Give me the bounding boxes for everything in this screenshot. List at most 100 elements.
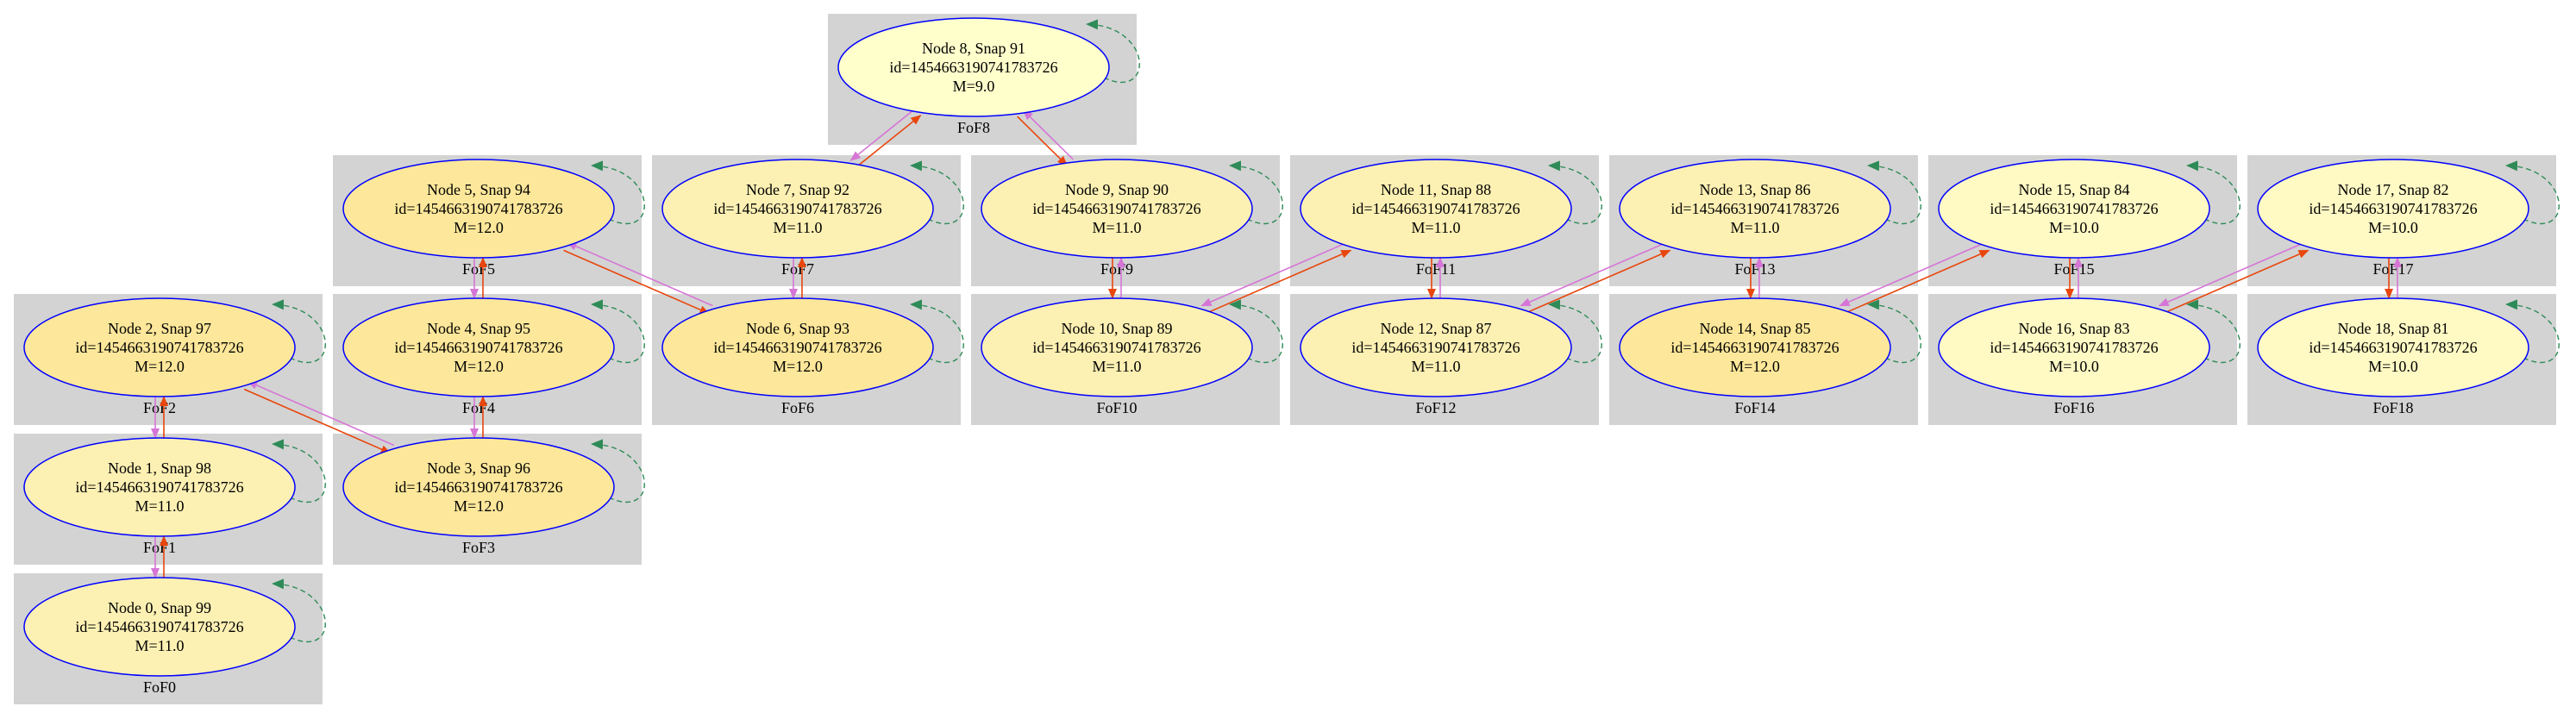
- progenitor-edge-5-6: [563, 249, 711, 315]
- node-line2: id=1454663190741783726: [1990, 339, 2158, 356]
- node-1[interactable]: Node 1, Snap 98id=1454663190741783726M=1…: [23, 437, 326, 537]
- node-17[interactable]: Node 17, Snap 82id=1454663190741783726M=…: [2257, 159, 2560, 259]
- node-line1: Node 16, Snap 83: [2019, 320, 2130, 337]
- node-ellipse[interactable]: [661, 159, 934, 259]
- self-loop-edge: [2186, 299, 2241, 364]
- node-line2: id=1454663190741783726: [1351, 339, 1520, 356]
- node-line1: Node 14, Snap 85: [1700, 320, 1811, 337]
- node-ellipse[interactable]: [2257, 297, 2529, 397]
- node-line2: id=1454663190741783726: [1032, 339, 1200, 356]
- node-16[interactable]: Node 16, Snap 83 id=1454663190741783726M=…: [1938, 297, 2241, 397]
- node-3[interactable]: Node 3, Snap 96id=1454663190741783726M=1…: [342, 437, 645, 537]
- node-ellipse[interactable]: [23, 437, 296, 537]
- descendant-edge-13-12: [1520, 241, 1667, 307]
- node-7[interactable]: Node 7, Snap 92id=1454663190741783726M=1…: [661, 159, 964, 259]
- node-ellipse[interactable]: [342, 297, 615, 397]
- node-line3: M=10.0: [2049, 358, 2099, 375]
- self-loop-edge: [1548, 299, 1602, 364]
- node-line2: id=1454663190741783726: [2309, 339, 2477, 356]
- cluster-label: FoF4: [462, 399, 495, 416]
- node-ellipse[interactable]: [23, 297, 296, 397]
- node-line2: id=1454663190741783726: [1990, 200, 2158, 217]
- node-line3: M=12.0: [454, 219, 504, 236]
- node-13[interactable]: Node 13, Snap 86 id=1454663190741783726M=…: [1619, 159, 1921, 259]
- node-ellipse[interactable]: [1938, 297, 2210, 397]
- self-loop-edge: [1548, 160, 1602, 225]
- node-line1: Node 18, Snap 81: [2338, 320, 2449, 337]
- node-line2: id=1454663190741783726: [1670, 339, 1839, 356]
- node-8[interactable]: Node 8, Snap 91id=1454663190741783726M=9…: [837, 17, 1140, 117]
- node-ellipse[interactable]: [1300, 297, 1572, 397]
- node-15[interactable]: Node 15, Snap 84id=1454663190741783726M=…: [1938, 159, 2241, 259]
- node-line3: M=12.0: [135, 358, 185, 375]
- node-line1: Node 2, Snap 97: [108, 320, 211, 337]
- node-line3: M=9.0: [953, 78, 995, 95]
- cluster-label: FoF14: [1734, 399, 1775, 416]
- node-10[interactable]: Node 10, Snap 89id=1454663190741783726M=…: [981, 297, 1283, 397]
- node-line3: M=11.0: [1731, 219, 1780, 236]
- cluster-label: FoF13: [1734, 260, 1775, 278]
- node-line3: M=11.0: [774, 219, 823, 236]
- descendant-edge-8-7: [849, 108, 916, 161]
- node-line3: M=11.0: [135, 497, 185, 515]
- node-ellipse[interactable]: [23, 577, 296, 677]
- cluster-label: FoF7: [781, 260, 814, 278]
- node-line1: Node 13, Snap 86: [1700, 181, 1811, 198]
- node-ellipse[interactable]: [981, 297, 1253, 397]
- cluster-label: FoF0: [143, 678, 176, 696]
- progenitor-edge-7-8: [856, 115, 922, 168]
- progenitor-edge-8-9: [1017, 116, 1069, 166]
- node-ellipse[interactable]: [661, 297, 934, 397]
- node-9[interactable]: Node 9, Snap 90id=1454663190741783726M=1…: [981, 159, 1283, 259]
- node-line3: M=11.0: [1412, 219, 1461, 236]
- node-line1: Node 8, Snap 91: [922, 40, 1025, 57]
- node-18[interactable]: Node 18, Snap 81id=1454663190741783726M=…: [2257, 297, 2560, 397]
- descendant-edge-15-14: [1839, 241, 1986, 307]
- node-ellipse[interactable]: [1619, 159, 1891, 259]
- self-loop-edge: [1867, 160, 1921, 225]
- node-line1: Node 1, Snap 98: [108, 460, 211, 477]
- node-ellipse[interactable]: [342, 159, 615, 259]
- node-line2: id=1454663190741783726: [1670, 200, 1839, 217]
- node-line2: id=1454663190741783726: [713, 339, 881, 356]
- node-ellipse[interactable]: [2257, 159, 2529, 259]
- node-line2: id=1454663190741783726: [75, 339, 243, 356]
- node-2[interactable]: Node 2, Snap 97 id=1454663190741783726M=1…: [23, 297, 326, 397]
- node-line3: M=11.0: [135, 637, 185, 654]
- node-line1: Node 12, Snap 87: [1381, 320, 1492, 337]
- node-line2: id=1454663190741783726: [394, 478, 562, 496]
- node-line3: M=10.0: [2368, 219, 2418, 236]
- node-14[interactable]: Node 14, Snap 85id=1454663190741783726M=…: [1619, 297, 1921, 397]
- node-line2: id=1454663190741783726: [2309, 200, 2477, 217]
- node-12[interactable]: Node 12, Snap 87id=1454663190741783726M=…: [1300, 297, 1602, 397]
- node-line3: M=12.0: [454, 497, 504, 515]
- node-ellipse[interactable]: [981, 159, 1253, 259]
- node-6[interactable]: Node 6, Snap 93id=1454663190741783726M=1…: [661, 297, 964, 397]
- node-line2: id=1454663190741783726: [394, 200, 562, 217]
- self-loop-edge: [591, 439, 645, 503]
- node-0[interactable]: Node 0, Snap 99id=1454663190741783726M=1…: [23, 577, 326, 677]
- node-5[interactable]: Node 5, Snap 94id=1454663190741783726M=1…: [342, 159, 645, 259]
- cluster-label: FoF12: [1415, 399, 1456, 416]
- node-line2: id=1454663190741783726: [394, 339, 562, 356]
- node-11[interactable]: Node 11, Snap 88id=1454663190741783726M=…: [1300, 159, 1602, 259]
- descendant-edge-6-5: [566, 241, 713, 307]
- node-ellipse[interactable]: [1300, 159, 1572, 259]
- self-loop-edge: [272, 299, 326, 364]
- descendant-edge-11-10: [1200, 241, 1348, 307]
- cluster-label: FoF1: [143, 539, 176, 556]
- cluster-label: FoF17: [2372, 260, 2413, 278]
- descendant-edge-3-2: [247, 380, 395, 447]
- node-ellipse[interactable]: [837, 17, 1110, 117]
- node-line2: id=1454663190741783726: [75, 618, 243, 635]
- node-ellipse[interactable]: [1938, 159, 2210, 259]
- self-loop-edge: [1229, 299, 1283, 364]
- node-4[interactable]: Node 4, Snap 95id=1454663190741783726M=1…: [342, 297, 645, 397]
- cluster-label: FoF5: [462, 260, 495, 278]
- node-ellipse[interactable]: [342, 437, 615, 537]
- self-loop-edge: [2505, 160, 2560, 225]
- self-loop-edge: [910, 160, 964, 225]
- node-line2: id=1454663190741783726: [1032, 200, 1200, 217]
- node-ellipse[interactable]: [1619, 297, 1891, 397]
